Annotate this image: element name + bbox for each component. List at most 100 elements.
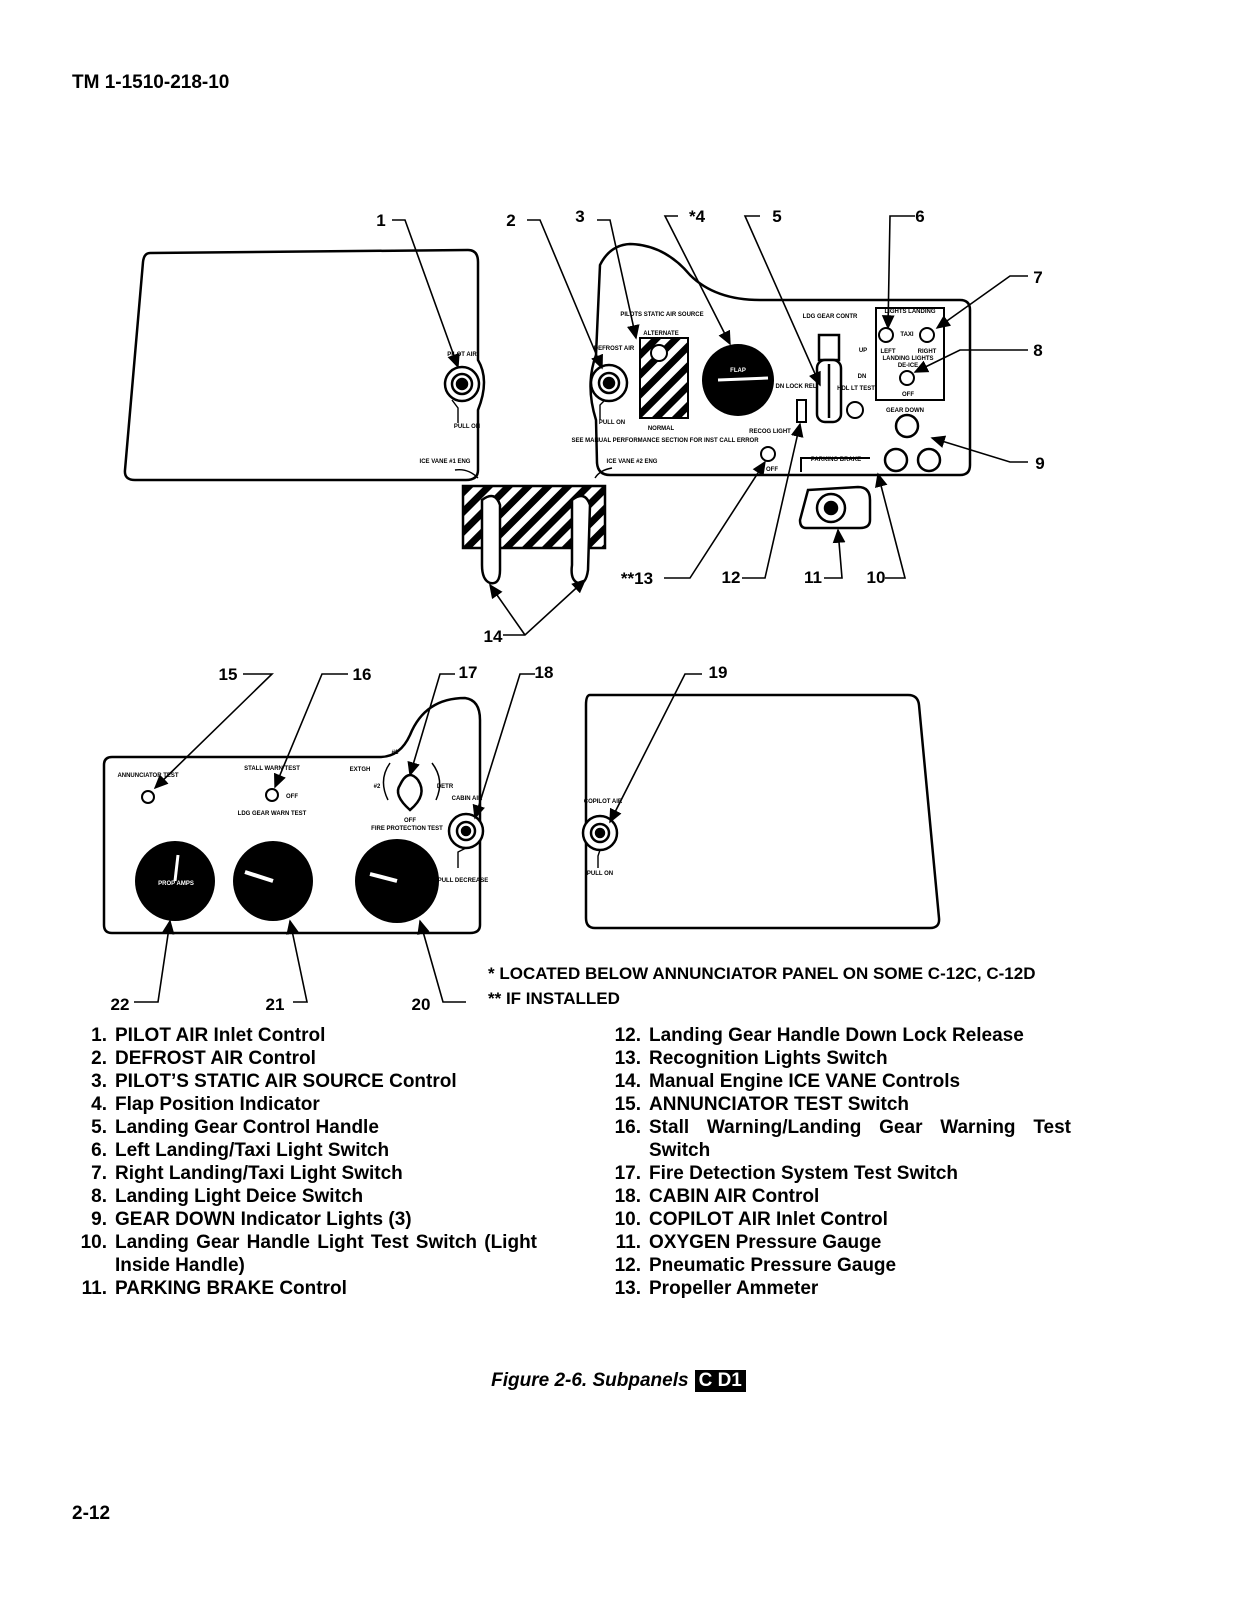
- recog-light-switch: [760, 446, 776, 462]
- label-stall-off: OFF: [286, 794, 298, 800]
- subpanels-diagram: 1 2 3 *4 5 6 7 8 9 10 11 12 **13 14 15 1…: [102, 207, 1045, 1014]
- left-landing-taxi-switch: [878, 327, 894, 343]
- callout-5: 5: [772, 207, 781, 226]
- copilot-air-knob: [581, 814, 619, 852]
- label-up: UP: [859, 348, 867, 354]
- label-de-ice: DE-ICE: [898, 363, 918, 369]
- oxygen-pressure-gauge: [355, 839, 439, 923]
- fire-test-selector: [396, 773, 423, 812]
- label-parking-brake: PARKING BRAKE: [811, 457, 861, 463]
- callout-16: 16: [353, 665, 372, 684]
- label-cabin-air: CABIN AIR: [452, 796, 483, 802]
- ice-vane-handle-left: [480, 494, 502, 585]
- legend-item: 6. Left Landing/Taxi Light Switch: [62, 1139, 537, 1162]
- callout-4: *4: [689, 207, 706, 226]
- legend-item: 10.COPILOT AIR Inlet Control: [596, 1208, 1071, 1231]
- legend-text: COPILOT AIR Inlet Control: [649, 1209, 888, 1230]
- caption-text: Figure 2-6. Subpanels: [491, 1370, 689, 1391]
- legend-text: Landing Light Deice Switch: [115, 1186, 364, 1207]
- label-ice-vane-2: ICE VANE #2 ENG: [607, 459, 658, 465]
- legend-item: 18. CABIN AIR Control: [596, 1185, 1071, 1208]
- label-annunciator-test: ANNUNCIATOR TEST: [117, 773, 178, 779]
- legend-num: 5.: [91, 1117, 107, 1138]
- legend-num: 12.: [614, 1255, 641, 1276]
- legend-text: Left Landing/Taxi Light Switch: [115, 1140, 390, 1161]
- legend-text: OXYGEN Pressure Gauge: [649, 1232, 882, 1253]
- label-gear-down: GEAR DOWN: [886, 408, 924, 414]
- callout-2: 2: [506, 211, 515, 230]
- legend-text: Recognition Lights Switch: [649, 1048, 888, 1069]
- legend-item: 3. PILOT’S STATIC AIR SOURCE Control: [62, 1070, 537, 1093]
- label-recog-light: RECOG LIGHT: [749, 429, 791, 435]
- legend-num: 18.: [614, 1186, 641, 1207]
- legend-text: Landing Gear Handle Down Lock Release: [649, 1025, 1024, 1046]
- pneumatic-pressure-gauge: [233, 841, 313, 921]
- legend-text: Manual Engine ICE VANE Controls: [649, 1071, 961, 1092]
- legend-text: Landing Gear Control Handle: [115, 1117, 379, 1138]
- label-ice-vane-1: ICE VANE #1 ENG: [420, 459, 471, 465]
- label-stall-warn-test: STALL WARN TEST: [244, 766, 300, 772]
- callout-22: 22: [111, 995, 130, 1014]
- legend-num: 3.: [91, 1071, 107, 1092]
- label-copilot-pull-on: PULL ON: [587, 871, 613, 877]
- note-located-below: * LOCATED BELOW ANNUNCIATOR PANEL ON SOM…: [488, 964, 1036, 983]
- legend-item: 11.PARKING BRAKE Control: [62, 1277, 537, 1300]
- label-fire-protection-test: FIRE PROTECTION TEST: [371, 826, 443, 832]
- label-left: LEFT: [881, 349, 896, 355]
- label-no1: #1: [392, 750, 399, 756]
- legend-item: 7.Right Landing/Taxi Light Switch: [62, 1162, 537, 1185]
- legend-item: 10. Landing Gear Handle Light Test Switch…: [62, 1231, 537, 1277]
- landing-light-deice-switch: [899, 370, 915, 386]
- pilot-air-knob: [443, 365, 481, 403]
- legend-text: Right Landing/Taxi Light Switch: [115, 1163, 403, 1184]
- gear-down-light-3: [916, 447, 942, 473]
- legend-item: 16.Stall Warning/Landing Gear Warning Te…: [596, 1116, 1071, 1162]
- callout-19: 19: [709, 663, 728, 682]
- callout-1: 1: [376, 211, 385, 230]
- legend-item: 2.DEFROST AIR Control: [62, 1047, 537, 1070]
- callout-14: 14: [484, 627, 503, 646]
- label-dn: DN: [858, 374, 867, 380]
- callout-13: **13: [621, 569, 653, 588]
- legend-text: ANNUNCIATOR TEST Switch: [649, 1094, 910, 1115]
- legend-num: 4.: [91, 1094, 107, 1115]
- legend-num: 11.: [615, 1232, 641, 1253]
- legend-num: 6.: [91, 1140, 107, 1161]
- legend-text: Fire Detection System Test Switch: [649, 1163, 959, 1184]
- ice-vane-handle-right: [570, 494, 592, 585]
- label-pilot-air: PILOT AIR: [447, 352, 477, 358]
- center-panel-outline: [589, 242, 972, 477]
- label-extgh: EXTGH: [350, 767, 371, 773]
- label-off-2: OFF: [902, 392, 914, 398]
- right-landing-taxi-switch: [919, 327, 935, 343]
- callout-9: 9: [1035, 454, 1044, 473]
- callout-12: 12: [722, 568, 741, 587]
- legend-num: 10.: [80, 1232, 107, 1253]
- label-static-source: PILOTS STATIC AIR SOURCE: [620, 312, 703, 318]
- legend-num: 13.: [614, 1278, 641, 1299]
- legend-item: 14.Manual Engine ICE VANE Controls: [596, 1070, 1071, 1093]
- label-pull-on-2: PULL ON: [599, 420, 625, 426]
- callout-11: 11: [804, 568, 822, 587]
- annunciator-test-switch: [141, 790, 155, 804]
- legend-text: Landing Gear Handle Light Test Switch (L…: [115, 1232, 537, 1276]
- cabin-air-knob: [447, 812, 485, 850]
- static-source-knob: [650, 344, 668, 362]
- label-normal: NORMAL: [648, 426, 675, 432]
- legend-item: 15.ANNUNCIATOR TEST Switch: [596, 1093, 1071, 1116]
- callout-20: 20: [412, 995, 431, 1014]
- legend-item: 12.Landing Gear Handle Down Lock Release: [596, 1024, 1071, 1047]
- legend-text: PILOT’S STATIC AIR SOURCE Control: [115, 1071, 457, 1092]
- lights-switch-box: [875, 307, 945, 401]
- legend-text: CABIN AIR Control: [649, 1186, 820, 1207]
- legend-num: 16.: [614, 1117, 641, 1138]
- handle-light-test-button: [846, 401, 864, 419]
- label-pull-decrease: PULL DECREASE: [438, 878, 489, 884]
- legend-num: 11.: [81, 1278, 107, 1299]
- legend-item: 8.Landing Light Deice Switch: [62, 1185, 537, 1208]
- copilot-panel-outline: [584, 693, 941, 930]
- label-copilot-air: COPILOT AIR: [584, 799, 623, 805]
- legend-item: 5. Landing Gear Control Handle: [62, 1116, 537, 1139]
- note-if-installed: ** IF INSTALLED: [488, 989, 620, 1008]
- label-see-manual: SEE MANUAL PERFORMANCE SECTION FOR INST …: [571, 438, 759, 444]
